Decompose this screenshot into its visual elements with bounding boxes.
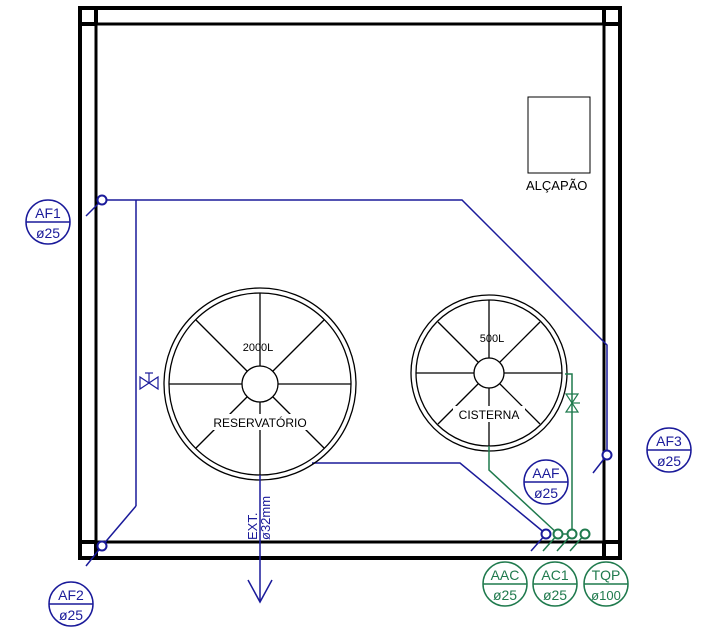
cistern-outlet-pipe xyxy=(488,446,559,535)
cistern-tank xyxy=(410,294,568,452)
reservoir-hub xyxy=(241,365,279,403)
tag-aac-diameter: ø25 xyxy=(493,587,517,603)
outer-wall xyxy=(78,6,622,560)
af3-riser-node xyxy=(601,449,613,461)
cistern-spoke xyxy=(499,383,541,425)
aaf-riser-node xyxy=(540,528,552,540)
tag-af2-code: AF2 xyxy=(58,587,84,603)
hot-water-risers xyxy=(552,528,591,540)
tag-ac1: AC1 ø25 xyxy=(532,561,578,607)
tag-af1-code: AF1 xyxy=(35,205,61,221)
overflow-outlet xyxy=(247,475,273,604)
tag-af2-diameter: ø25 xyxy=(59,607,83,623)
cistern-spoke xyxy=(499,321,541,363)
hatch-label: ALÇAPÃO xyxy=(526,178,587,193)
overflow-label-line1: EXT. xyxy=(245,513,260,540)
reservoir-capacity: 2000L xyxy=(243,342,274,354)
tqp-riser-node xyxy=(579,528,591,540)
tag-af3-diameter: ø25 xyxy=(657,453,681,469)
af2-branch xyxy=(101,505,137,547)
reservoir-outlet-pipe xyxy=(312,462,547,535)
overflow-label-line2: ø32mm xyxy=(258,496,273,540)
reservoir-label-mask xyxy=(208,414,312,430)
valve-body xyxy=(564,393,580,413)
cistern-hub xyxy=(473,357,505,389)
tag-aaf-diameter: ø25 xyxy=(534,485,558,501)
tag-af1: AF1 ø25 xyxy=(25,199,71,245)
gate-valve-icon xyxy=(139,372,159,391)
tag-af3: AF3 ø25 xyxy=(646,427,692,473)
reservoir-spoke xyxy=(195,319,248,372)
slab-frame xyxy=(78,6,622,560)
reservoir-tank xyxy=(163,287,357,481)
check-valve-icon xyxy=(564,393,580,413)
ac1-riser-node xyxy=(566,528,578,540)
overflow-arrow-icon xyxy=(247,579,273,604)
cistern-label-mask xyxy=(453,406,525,422)
aac-riser-node xyxy=(552,528,564,540)
valve-body xyxy=(139,375,159,391)
cistern-spoke xyxy=(437,321,479,363)
tag-aaf: AAF ø25 xyxy=(523,459,569,505)
cistern-capacity: 500L xyxy=(480,333,504,345)
af2-riser-node xyxy=(96,540,108,552)
tag-ac1-diameter: ø25 xyxy=(543,587,567,603)
reservoir-name: RESERVATÓRIO xyxy=(213,415,306,430)
cistern-name: CISTERNA xyxy=(459,408,520,422)
tag-tqp-code: TQP xyxy=(592,567,621,583)
tag-ac1-code: AC1 xyxy=(541,567,568,583)
tag-aaf-code: AAF xyxy=(532,465,559,481)
tag-af3-code: AF3 xyxy=(656,433,682,449)
tag-tqp-diameter: ø100 xyxy=(591,588,621,603)
reservoir-spoke xyxy=(272,319,325,372)
tag-aac-code: AAC xyxy=(491,567,520,583)
cistern-inlet-pipe xyxy=(565,373,573,534)
inner-wall xyxy=(94,22,606,544)
tag-af2: AF2 ø25 xyxy=(48,581,94,627)
tag-aac: AAC ø25 xyxy=(482,561,528,607)
cold-water-pipes xyxy=(85,199,608,567)
tag-af1-diameter: ø25 xyxy=(36,225,60,241)
overflow-label: EXT. ø32mm xyxy=(245,496,273,540)
cold-water-risers xyxy=(96,194,613,552)
af1-af3-main-pipe xyxy=(102,199,608,455)
tag-tqp: TQP ø100 xyxy=(583,561,629,607)
cistern-spoke xyxy=(437,383,479,425)
hatch-box xyxy=(527,96,591,174)
af1-riser-node xyxy=(96,194,108,206)
